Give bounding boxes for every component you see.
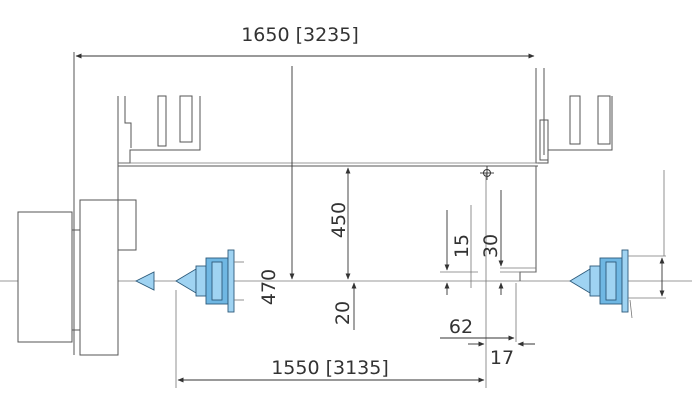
right-tool-holder xyxy=(569,170,666,319)
dim-bottom-width: 1550 [3135] xyxy=(175,173,487,388)
dim-30: 30 xyxy=(480,190,504,295)
label-15: 15 xyxy=(451,234,473,258)
left-tool-holder xyxy=(175,249,244,313)
label-17: 17 xyxy=(490,347,514,369)
label-20: 20 xyxy=(332,301,354,325)
dim-62: 62 xyxy=(440,283,517,342)
dim-top-width: 1650 [3235] xyxy=(75,24,535,59)
dim-450: 450 xyxy=(328,167,351,280)
label-30: 30 xyxy=(480,234,502,258)
left-center-point xyxy=(134,271,155,291)
left-carriage xyxy=(117,95,201,281)
right-carriage xyxy=(535,68,613,164)
label-450: 450 xyxy=(328,202,350,238)
dim-470: 470 xyxy=(258,66,295,305)
dim-15: 15 xyxy=(440,205,478,295)
label-bottom-width: 1550 [3135] xyxy=(271,357,389,379)
label-top-width: 1650 [3235] xyxy=(241,24,359,46)
reference-mark xyxy=(480,166,494,180)
dim-20: 20 xyxy=(332,282,357,330)
headstock xyxy=(17,52,137,356)
label-470: 470 xyxy=(258,269,280,305)
dim-17: 17 xyxy=(468,341,535,369)
label-62: 62 xyxy=(449,316,473,338)
right-column-edge xyxy=(519,166,537,281)
